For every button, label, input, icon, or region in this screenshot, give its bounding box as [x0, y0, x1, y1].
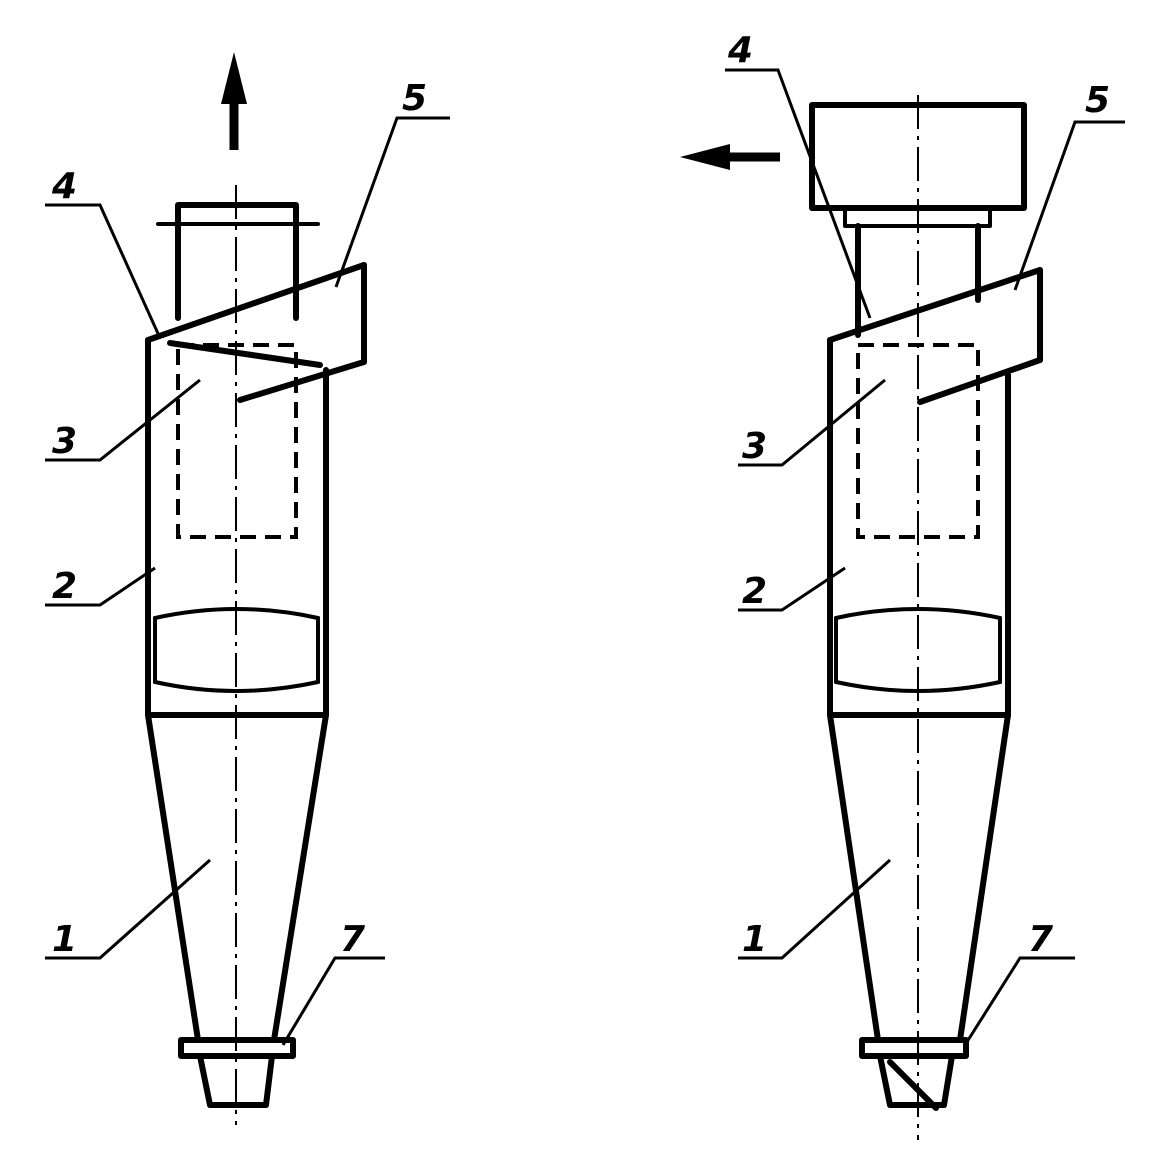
left-label-4: 4	[51, 166, 77, 207]
right-label-7: 7	[1028, 919, 1053, 960]
right-label-2: 2	[742, 571, 767, 612]
left-vortex-finder	[176, 343, 298, 539]
left-cone	[145, 712, 329, 1043]
right-label-3: 3	[742, 426, 767, 467]
left-cylinder-body	[145, 337, 329, 718]
right-leaders	[725, 68, 1125, 1046]
right-cyclone: 4 5 3 2 1 7	[680, 30, 1125, 1140]
right-cone	[827, 712, 1011, 1043]
right-label-1: 1	[742, 919, 767, 960]
right-label-5: 5	[1085, 80, 1110, 121]
left-label-5: 5	[402, 78, 427, 119]
right-cylinder-body	[827, 337, 1011, 718]
right-label-4: 4	[727, 30, 753, 71]
left-ring-band	[153, 607, 320, 693]
right-outlet-box	[809, 102, 1027, 228]
left-leaders	[45, 116, 450, 1046]
right-ring-band	[834, 607, 1002, 693]
arrow-left-icon	[680, 144, 780, 170]
right-vortex-finder	[856, 343, 980, 539]
left-label-1: 1	[52, 919, 77, 960]
left-outlet-pipe	[156, 202, 320, 321]
left-label-3: 3	[52, 421, 77, 462]
left-bottom-nozzle	[197, 1053, 275, 1108]
left-label-7: 7	[340, 919, 365, 960]
right-bottom-nozzle	[877, 1053, 955, 1111]
left-label-2: 2	[52, 566, 77, 607]
left-tangential-inlet	[145, 262, 367, 403]
left-cyclone: 4 5 3 2 1 7	[45, 52, 450, 1125]
right-tangential-inlet	[827, 267, 1043, 405]
arrow-up-icon	[221, 52, 247, 150]
